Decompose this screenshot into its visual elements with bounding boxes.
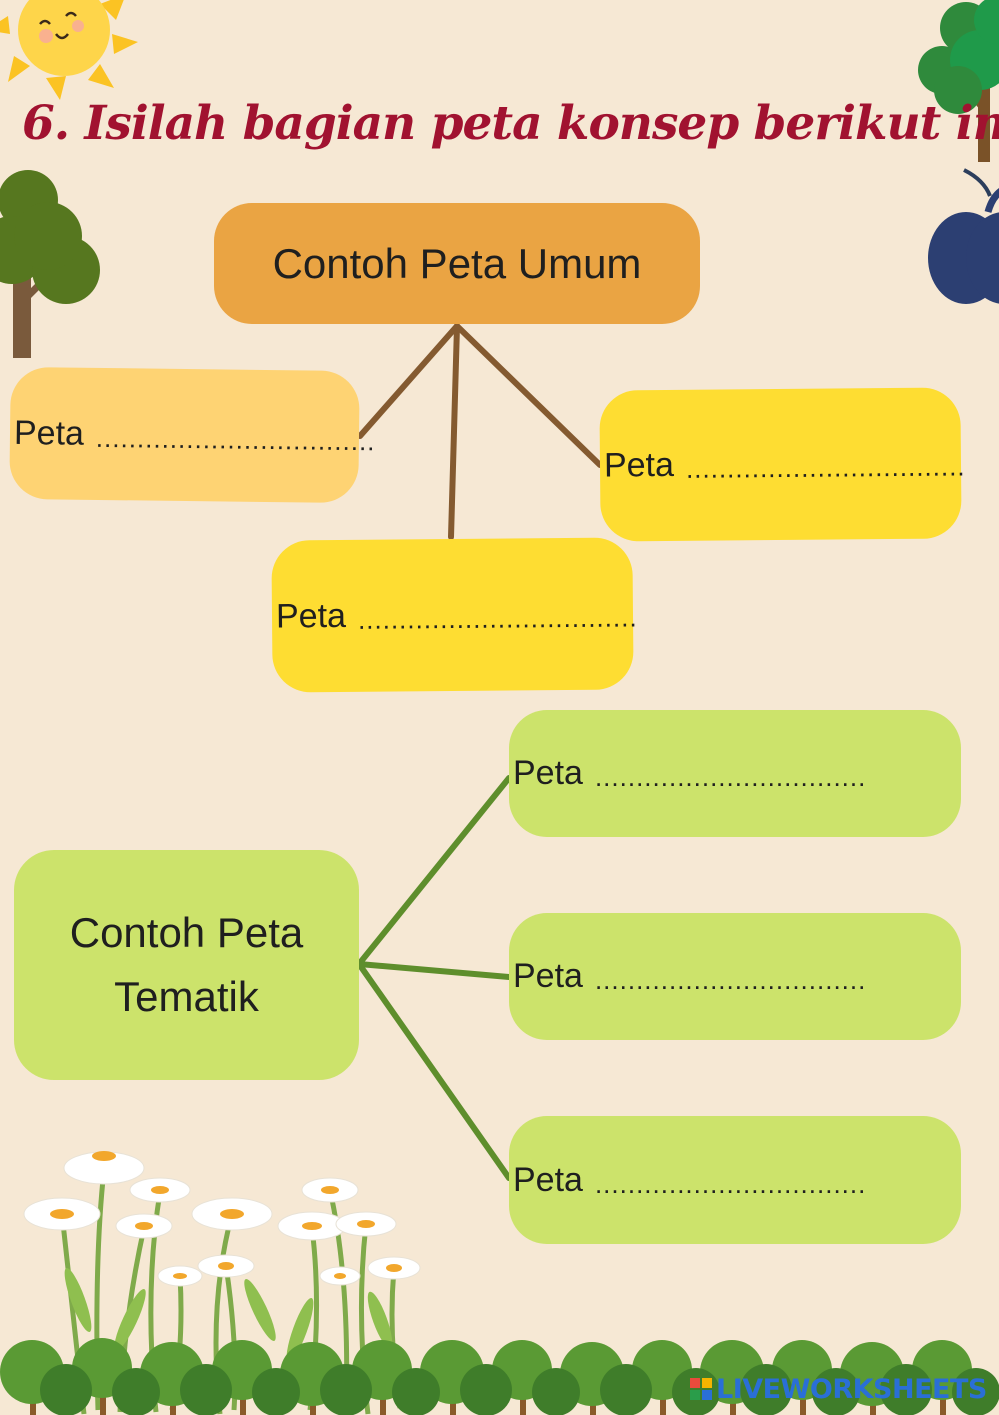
tematik-main-label-line2: Tematik — [70, 965, 304, 1029]
tree-icon — [0, 170, 100, 358]
liveworksheets-mark-icon — [690, 1378, 712, 1400]
worksheet-title: 6. Isilah bagian peta konsep berikut ini… — [22, 96, 952, 151]
tematik-connectors — [359, 778, 509, 1178]
blank-prefix: Peta — [513, 754, 583, 793]
umum-blank-left[interactable]: Peta .................................. — [9, 367, 360, 503]
blank-prefix: Peta — [276, 596, 346, 636]
blank-answer-line[interactable]: .................................. — [96, 422, 376, 456]
blank-answer-line[interactable]: ................................. — [595, 965, 866, 996]
umum-blank-right[interactable]: Peta .................................. — [599, 387, 961, 541]
tematik-main-node: Contoh Peta Tematik — [14, 850, 359, 1080]
blank-prefix: Peta — [604, 446, 674, 486]
umum-main-node: Contoh Peta Umum — [214, 203, 700, 324]
umum-connectors — [360, 326, 600, 537]
sun-icon — [0, 0, 138, 100]
blank-answer-line[interactable]: .................................. — [358, 602, 638, 635]
blank-answer-line[interactable]: ................................. — [595, 762, 866, 793]
tematik-blank-top[interactable]: Peta ................................. — [509, 710, 961, 837]
tematik-blank-middle[interactable]: Peta ................................. — [509, 913, 961, 1040]
blank-prefix: Peta — [513, 957, 583, 996]
blank-answer-line[interactable]: ................................. — [595, 1169, 866, 1200]
umum-main-label: Contoh Peta Umum — [273, 240, 642, 288]
liveworksheets-logo: LIVEWORKSHEETS — [690, 1374, 987, 1405]
apple-icon — [928, 170, 999, 304]
tematik-main-label-line1: Contoh Peta — [70, 901, 304, 965]
umum-blank-bottom[interactable]: Peta .................................. — [271, 537, 633, 692]
logo-text: LIVEWORKSHEETS — [716, 1374, 987, 1405]
blank-answer-line[interactable]: .................................. — [686, 451, 966, 484]
tematik-blank-bottom[interactable]: Peta ................................. — [509, 1116, 961, 1244]
blank-prefix: Peta — [513, 1161, 583, 1200]
blank-prefix: Peta — [14, 413, 84, 453]
